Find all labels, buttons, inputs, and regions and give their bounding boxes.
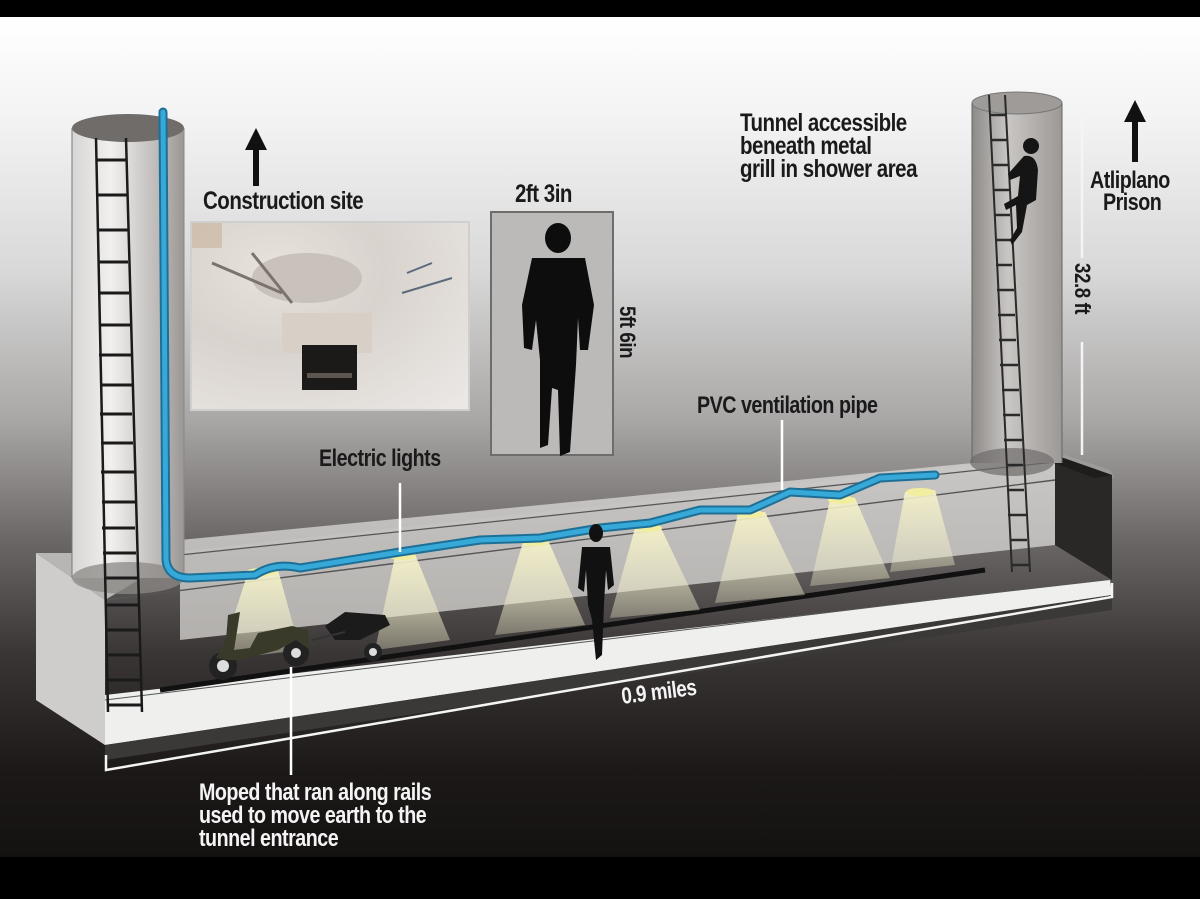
- tunnel-access-label-line2: beneath metal: [740, 132, 872, 160]
- prison-label-line2: Prison: [1103, 189, 1162, 216]
- prison-label-line1: Atliplano: [1090, 167, 1170, 194]
- tunnel-height-label: 5ft 6in: [615, 306, 640, 359]
- moped-label-line2: used to move earth to the: [199, 802, 427, 829]
- callout-leaders: [289, 420, 784, 775]
- wheelbarrow-icon: [311, 612, 390, 661]
- ladder-icon: [94, 137, 144, 713]
- construction-site-photo: [190, 221, 470, 411]
- tunnel-access-label-line3: grill in shower area: [740, 155, 918, 183]
- dimension-lines: [104, 110, 1114, 772]
- construction-site-label: Construction site: [203, 187, 364, 215]
- electric-lights-label: Electric lights: [319, 445, 441, 472]
- tunnel-cross-section: [490, 211, 614, 456]
- moped-icon: [209, 612, 310, 680]
- shaft-depth-label: 32.8 ft: [1070, 263, 1095, 315]
- moped-label-line1: Moped that ran along rails: [199, 779, 432, 806]
- tunnel-width-label: 2ft 3in: [515, 180, 572, 208]
- climbing-person-icon: [1004, 138, 1039, 245]
- moped-label-line3: tunnel entrance: [199, 825, 339, 852]
- letterbox-top: [0, 0, 1200, 17]
- person-silhouette-icon: [522, 223, 594, 456]
- pvc-pipe-label: PVC ventilation pipe: [697, 392, 878, 419]
- person-silhouette-icon: [578, 524, 614, 660]
- prison-shaft: [970, 91, 1063, 476]
- pvc-ventilation-pipe: [158, 107, 940, 583]
- letterbox-bottom: [0, 857, 1200, 899]
- light-beams: [220, 490, 955, 660]
- tunnel-access-label-line1: Tunnel accessible: [740, 109, 907, 137]
- up-arrow-icon: [245, 100, 1146, 186]
